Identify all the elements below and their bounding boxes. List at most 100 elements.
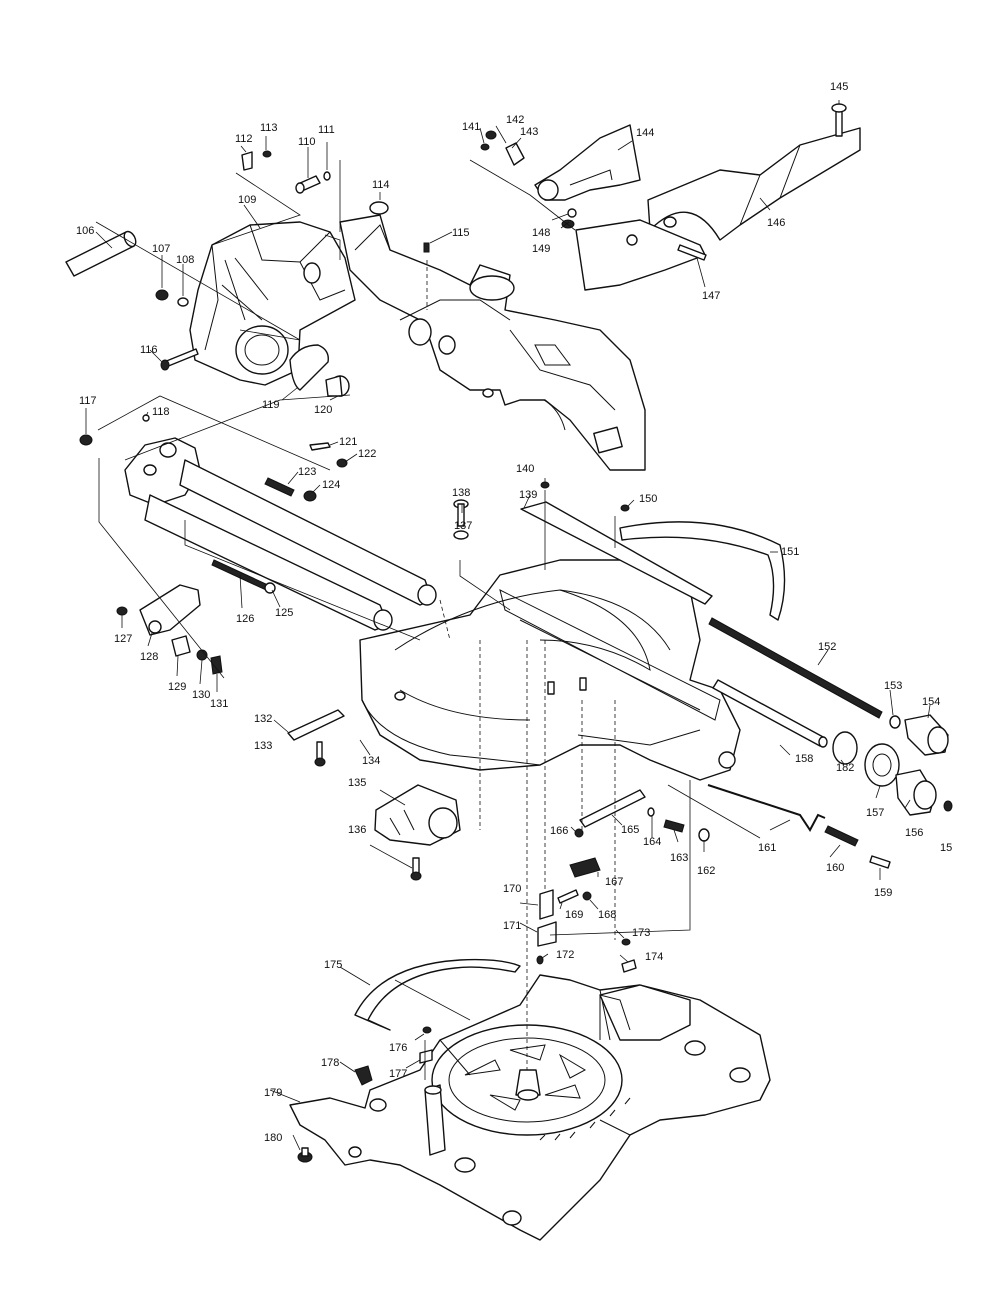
- nut-141-shape: [480, 143, 490, 151]
- cam-119-shape: [289, 344, 329, 391]
- part-label: 175: [324, 959, 342, 971]
- part-label: 127: [114, 633, 132, 645]
- assembly-lines: [95, 159, 761, 1080]
- part-label: 179: [264, 1087, 282, 1099]
- part-label: 130: [192, 689, 210, 701]
- part-label: 176: [389, 1042, 407, 1054]
- bracket-171-shape: [537, 921, 557, 947]
- bolt-138-shape: [453, 499, 469, 527]
- part-label: 171: [503, 920, 521, 932]
- clip-112-shape: [241, 151, 253, 171]
- bolt-180-shape: [297, 1147, 313, 1163]
- bolt-136-shape: [410, 857, 422, 881]
- part-label: 135: [348, 777, 366, 789]
- part-label: 167: [605, 876, 623, 888]
- part-label: 174: [645, 951, 663, 963]
- part-label: 119: [262, 399, 280, 411]
- part-label: 180: [264, 1132, 282, 1144]
- part-label: 148: [532, 227, 550, 239]
- part-label: 160: [826, 862, 844, 874]
- part-label: 159: [874, 887, 892, 899]
- part-label: 132: [254, 713, 272, 725]
- part-label: 147: [702, 290, 720, 302]
- bar-132-shape: [287, 709, 345, 741]
- part-label: 169: [565, 909, 583, 921]
- nut-142-shape: [485, 130, 497, 140]
- clip-177-shape: [419, 1049, 433, 1064]
- part-label: 124: [322, 479, 340, 491]
- part-label: 136: [348, 824, 366, 836]
- pin-159-shape: [869, 855, 891, 869]
- pin-110-shape: [295, 175, 321, 194]
- part-label: 153: [884, 680, 902, 692]
- part-label: 163: [670, 852, 688, 864]
- part-label: 149: [532, 243, 550, 255]
- part-label: 139: [519, 489, 537, 501]
- part-label: 146: [767, 217, 785, 229]
- link-144-shape: [534, 124, 641, 201]
- part-label: 161: [758, 842, 776, 854]
- guard-parts-group: [480, 103, 861, 291]
- nut-107-shape: [155, 289, 169, 301]
- leader-lines: [85, 100, 931, 1151]
- bar-165-shape: [579, 789, 646, 828]
- plate-182-shape: [832, 731, 858, 765]
- turntable-group: [359, 559, 741, 781]
- part-label: 113: [260, 122, 278, 134]
- screw-176-shape: [422, 1026, 432, 1034]
- spring-123-shape: [264, 477, 295, 497]
- pin-118-shape: [142, 414, 150, 422]
- screw-140-shape: [540, 481, 550, 489]
- part-label: 177: [389, 1068, 407, 1080]
- part-label: 150: [639, 493, 657, 505]
- rod-161-shape: [707, 784, 826, 832]
- part-label: 170: [503, 883, 521, 895]
- knob-178-shape: [354, 1065, 373, 1086]
- part-label: 158: [795, 753, 813, 765]
- screw-168-shape: [582, 891, 592, 901]
- knob-156-shape: [895, 769, 937, 816]
- bolt-145-shape: [831, 103, 847, 137]
- washer-137-shape: [453, 530, 469, 540]
- part-label: 106: [76, 225, 94, 237]
- washer-157-shape: [864, 743, 900, 787]
- part-label: 109: [238, 194, 256, 206]
- part-label: 129: [168, 681, 186, 693]
- sleeve-129-shape: [171, 635, 191, 657]
- part-label: 137: [454, 520, 472, 532]
- screw-150-shape: [620, 504, 630, 512]
- screw-173-shape: [621, 938, 631, 946]
- part-label: 15: [940, 842, 952, 854]
- part-label: 172: [556, 949, 574, 961]
- part-label: 115: [452, 227, 470, 239]
- part-label: 123: [298, 466, 316, 478]
- part-label: 107: [152, 243, 170, 255]
- clip-174-shape: [621, 959, 637, 973]
- part-label: 133: [254, 740, 272, 752]
- part-label: 141: [462, 121, 480, 133]
- washer-162-shape: [698, 828, 710, 842]
- knob-154-shape: [904, 714, 949, 756]
- arm-blade-guard-group: [339, 214, 646, 471]
- part-label: 125: [275, 607, 293, 619]
- part-label: 156: [905, 827, 923, 839]
- part-label: 108: [176, 254, 194, 266]
- part-label: 164: [643, 836, 661, 848]
- screw-113-shape: [262, 150, 272, 158]
- part-label: 182: [836, 762, 854, 774]
- cover-plate-shape: [575, 219, 706, 291]
- part-label: 151: [781, 546, 799, 558]
- turntable-134-shape: [359, 559, 741, 781]
- plate-175-shape: [354, 958, 521, 1031]
- pin-169-shape: [557, 889, 579, 904]
- part-label: 120: [314, 404, 332, 416]
- washer-108-shape: [177, 297, 189, 307]
- knob-120-shape: [325, 375, 350, 397]
- guard-146-shape: [647, 127, 861, 241]
- screw-122-shape: [336, 458, 348, 468]
- part-label: 134: [362, 755, 380, 767]
- bolt-133-shape: [314, 741, 326, 767]
- part-label: 178: [321, 1057, 339, 1069]
- ring-111-shape: [323, 171, 331, 181]
